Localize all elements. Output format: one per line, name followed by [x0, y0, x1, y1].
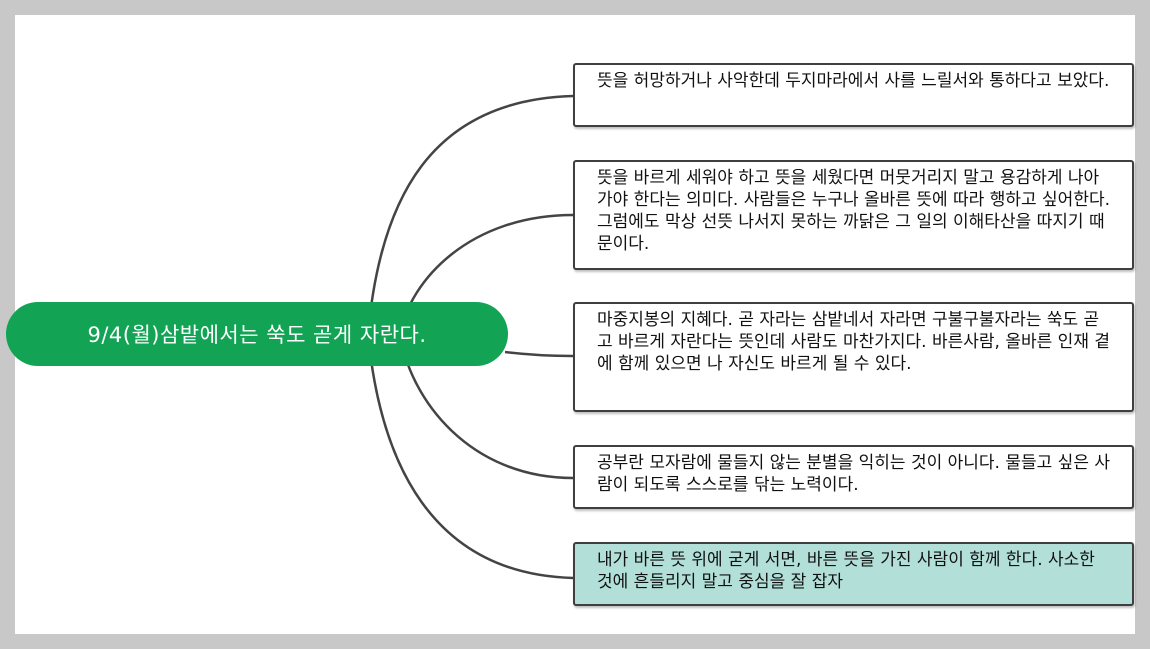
branch-node-5: 내가 바른 뜻 위에 굳게 서면, 바른 뜻을 가진 사람이 함께 한다. 사소… [573, 542, 1134, 606]
branch-node-2: 뜻을 바르게 세워야 하고 뜻을 세웠다면 머뭇거리지 말고 용감하게 나아가야… [573, 160, 1134, 270]
branch-text: 뜻을 허망하거나 사악한데 두지마라에서 사를 느릴서와 통하다고 보았다. [597, 71, 1110, 91]
branch-text: 뜻을 바르게 세워야 하고 뜻을 세웠다면 머뭇거리지 말고 용감하게 나아가야… [597, 168, 1111, 254]
connector-branch-5 [366, 333, 574, 580]
connector-branch-3 [504, 350, 574, 358]
branch-node-4: 공부란 모자람에 물들지 않는 분별을 익히는 것이 아니다. 물들고 싶은 사… [573, 445, 1134, 509]
central-topic-label: 9/4(월)삼밭에서는 쑥도 곧게 자란다. [87, 323, 427, 347]
branch-node-1: 뜻을 허망하거나 사악한데 두지마라에서 사를 느릴서와 통하다고 보았다. [573, 63, 1134, 127]
branch-text: 마중지봉의 지혜다. 곧 자라는 삼밭네서 자라면 구불구불자라는 쑥도 곧고 … [597, 310, 1111, 374]
branch-text: 공부란 모자람에 물들지 않는 분별을 익히는 것이 아니다. 물들고 싶은 사… [597, 453, 1111, 495]
connector-branch-1 [366, 94, 574, 335]
branch-text: 내가 바른 뜻 위에 굳게 서면, 바른 뜻을 가진 사람이 함께 한다. 사소… [597, 550, 1095, 592]
central-topic: 9/4(월)삼밭에서는 쑥도 곧게 자란다. [6, 302, 508, 366]
branch-node-3: 마중지봉의 지혜다. 곧 자라는 삼밭네서 자라면 구불구불자라는 쑥도 곧고 … [573, 302, 1134, 412]
